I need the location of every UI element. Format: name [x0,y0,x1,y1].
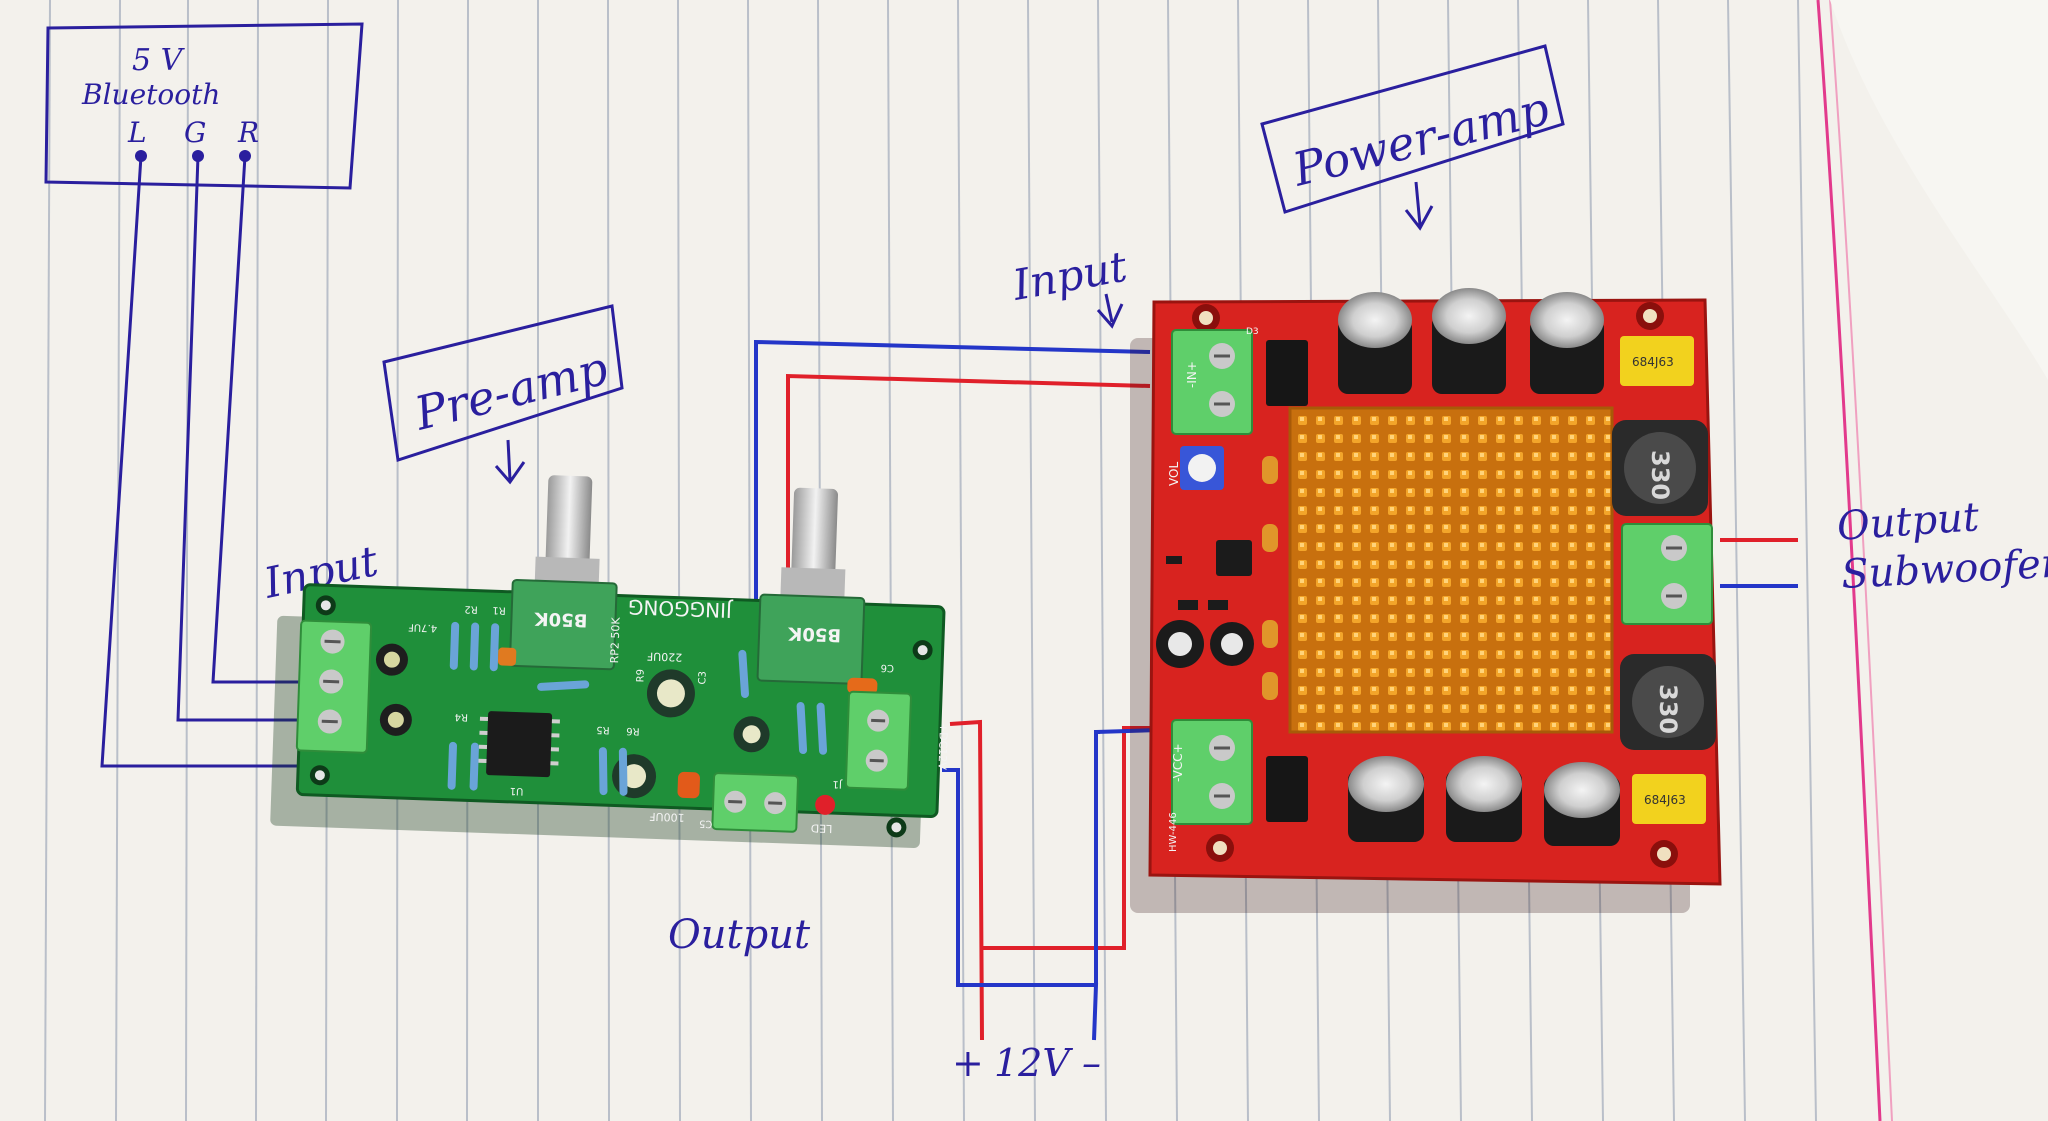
poweramp-input-terminal [1171,329,1253,435]
silk-d3: D3 [1246,327,1259,337]
poweramp-diode-bottom [1266,756,1308,822]
silk-c5: C5 [699,817,713,828]
poweramp-label-box [1260,44,1565,214]
preamp-input-terminal [295,619,373,754]
silk-220uf: 220UF [647,650,683,664]
pot-right-label: B50K [787,622,841,645]
poweramp-bottom-capacitors [1348,756,1620,846]
silk-c3: C3 [697,671,708,685]
preamp-resistors [447,621,828,796]
output-label-line1: Output [1835,494,1981,550]
power-voltage-label: 12V [994,1041,1073,1085]
silk-r2: R2 [464,603,478,614]
preamp-arrow [494,439,526,485]
silk-in: -IN+ [1185,361,1199,388]
silk-100uf: 100UF [649,810,685,824]
preamp-led [815,794,836,815]
preamp-orange-component [847,677,878,695]
silk-c6: C6 [880,662,894,673]
pot-left-label: B50K [533,608,587,631]
preamp-output-terminal [711,772,800,833]
silk-r4: R4 [455,711,469,722]
power-supply-wires [942,719,1161,1041]
preamp-brand-silk: JINGGONG [628,595,735,623]
silk-dc12v: +DC12V- [935,723,950,774]
poweramp-top-capacitors [1338,288,1604,394]
inductor-top-label: 330 [1646,450,1674,500]
pin-l-label: L [127,116,147,149]
silk-u1: U1 [510,785,524,796]
silk-r6: R6 [626,725,640,736]
silk-4-7uf: 4.7UF [408,621,438,633]
power-minus-label: – [1082,1041,1101,1085]
poweramp-inductor-bottom [1620,654,1716,750]
bluetooth-voltage-label: 5 V [132,43,186,78]
silk-j1: J1 [832,778,843,789]
preamp-label-box [382,304,624,462]
preamp-ceramic-cap [497,647,517,666]
poweramp-power-terminal [1171,719,1253,825]
silk-r1: R1 [492,604,506,615]
silk-led: LED [811,821,833,835]
preamp-opamp-chip [486,711,553,778]
film-cap-bottom-label: 684J63 [1644,793,1686,807]
film-cap-top-label: 684J63 [1632,355,1674,369]
bluetooth-to-preamp-wires [100,155,300,768]
poweramp-film-cap-top [1620,336,1694,386]
silk-r9: R9 [635,669,646,683]
silk-hw446: HW-446 [1168,812,1179,852]
preamp-pot-left [508,475,618,671]
poweramp-diode-top [1266,340,1308,406]
preamp-pot-right [756,487,866,685]
preamp-power-terminal [844,690,912,791]
power-plus-label: + [952,1041,984,1085]
bluetooth-name-label: Bluetooth [81,78,220,111]
preamp-board: B50K B50K JINGGONG RP2 50K 220UF 100U [270,475,950,848]
pin-g-label: G [184,116,206,149]
silk-vol: VOL [1167,462,1181,486]
poweramp-output-terminal [1621,523,1713,625]
poweramp-inductor-top [1612,420,1708,516]
poweramp-film-cap-bottom [1632,774,1706,824]
silk-r5: R5 [596,724,610,735]
poweramp-small-parts [1156,456,1278,700]
output-label-line2: Subwoofer [1840,540,2048,598]
bluetooth-module-sketch [44,22,364,190]
poweramp-heatsink [1288,406,1614,734]
poweramp-board: -IN+ -VCC+ HW-446 VOL D3 [1130,288,1722,913]
pin-r-label: R [237,116,259,149]
poweramp-input-arrow [1096,293,1124,329]
preamp-to-poweramp-wires [754,339,1151,640]
silk-vcc: -VCC+ [1171,743,1185,782]
preamp-output-label: Output [668,912,811,958]
subwoofer-output-wires [1720,538,1798,588]
silk-rp2: RP2 50K [608,616,623,663]
poweramp-arrow [1404,181,1434,231]
inductor-bottom-label: 330 [1654,684,1682,734]
preamp-tantalum-cap [677,771,701,799]
